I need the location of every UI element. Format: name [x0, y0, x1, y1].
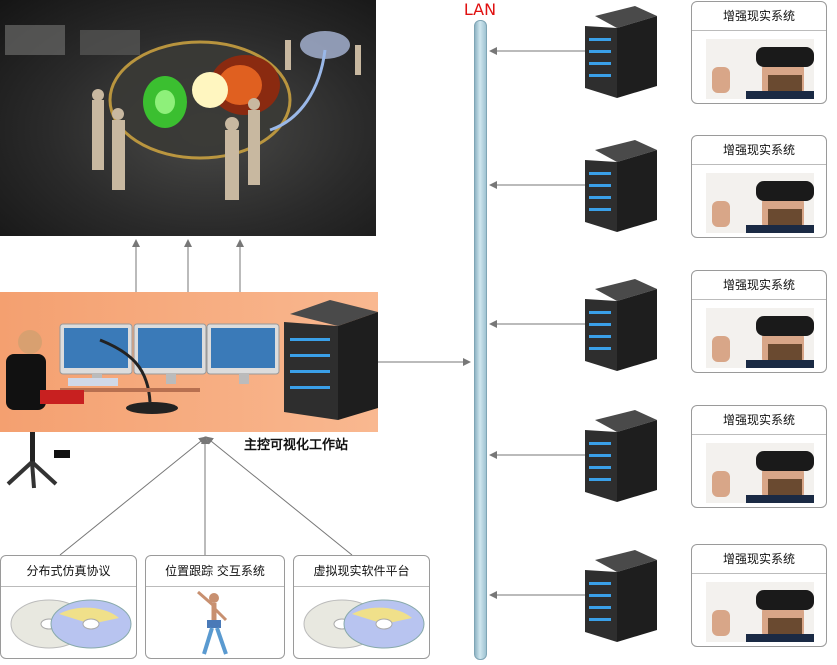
ar-headset-icon [712, 451, 814, 503]
ar-headset-icon [712, 47, 814, 99]
ar-system-label: 增强现实系统 [692, 2, 826, 31]
ar-headset-user-image [706, 582, 814, 642]
ar-system-panel: 增强现实系统 [691, 135, 827, 238]
chair-icon [6, 432, 70, 489]
module-panel-position-tracking: 位置跟踪 交互系统 [145, 555, 285, 659]
server-icon [585, 410, 657, 502]
lan-label: LAN [463, 0, 497, 19]
arrow-module-3-to-ws [205, 436, 353, 556]
ar-system-label: 增强现实系统 [692, 136, 826, 165]
workstation-scene-icon [6, 300, 378, 420]
arrow-module-1-to-ws [59, 436, 207, 556]
ar-system-label: 增强现实系统 [692, 271, 826, 300]
lan-bus [474, 20, 487, 660]
module-label: 虚拟现实软件平台 [294, 556, 429, 587]
engine-visualization-icon [5, 25, 361, 200]
ar-headset-icon [712, 316, 814, 368]
server-icon [585, 140, 657, 232]
ar-system-panel: 增强现实系统 [691, 544, 827, 647]
ar-system-panel: 增强现实系统 [691, 405, 827, 508]
ar-system-panel: 增强现实系统 [691, 270, 827, 373]
module-panel-simulation-protocol: 分布式仿真协议 [0, 555, 137, 659]
ar-headset-user-image [706, 308, 814, 368]
monitor-icon [206, 323, 280, 384]
dancer-icon [197, 590, 228, 655]
ar-headset-user-image [706, 443, 814, 503]
ar-system-panel: 增强现实系统 [691, 1, 827, 104]
ar-headset-user-image [706, 39, 814, 99]
ar-system-label: 增强现实系统 [692, 545, 826, 574]
server-icon [585, 550, 657, 642]
workstation-label: 主控可视化工作站 [244, 438, 349, 453]
main-workstation-image [0, 292, 378, 432]
disc-icon [10, 599, 132, 649]
module-label: 分布式仿真协议 [1, 556, 136, 587]
server-icon [585, 6, 657, 98]
monitor-icon [133, 323, 207, 384]
vr-scene-image [0, 0, 376, 236]
module-label: 位置跟踪 交互系统 [146, 556, 284, 587]
ar-headset-icon [712, 181, 814, 233]
ar-headset-icon [712, 590, 814, 642]
monitor-icon [59, 323, 133, 384]
module-panel-vr-platform: 虚拟现实软件平台 [293, 555, 430, 659]
disc-icon [303, 599, 425, 649]
ar-headset-user-image [706, 173, 814, 233]
ar-system-label: 增强现实系统 [692, 406, 826, 435]
server-icon [585, 279, 657, 371]
